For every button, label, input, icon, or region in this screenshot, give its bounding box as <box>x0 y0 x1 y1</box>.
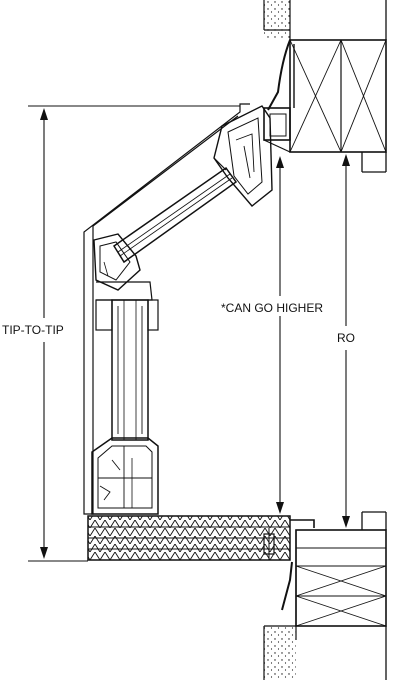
ro-label: RO <box>337 331 355 345</box>
sloped-glazing-unit <box>93 105 273 301</box>
ro-dimension: RO <box>337 154 355 528</box>
bottom-sill-framing <box>295 529 387 627</box>
top-stucco <box>264 0 290 38</box>
window-outline <box>83 103 250 515</box>
top-wall <box>263 0 387 173</box>
top-header-framing <box>289 39 387 153</box>
tip-to-tip-dimension: TIP-TO-TIP <box>2 105 240 562</box>
can-go-higher-label: *CAN GO HIGHER <box>221 301 323 315</box>
seat-board <box>87 515 315 561</box>
can-go-higher-dimension: *CAN GO HIGHER <box>221 156 323 514</box>
tip-to-tip-label: TIP-TO-TIP <box>2 323 64 337</box>
bottom-wall <box>263 511 387 680</box>
vertical-glazing-unit <box>91 299 159 515</box>
bottom-stucco <box>264 626 296 680</box>
